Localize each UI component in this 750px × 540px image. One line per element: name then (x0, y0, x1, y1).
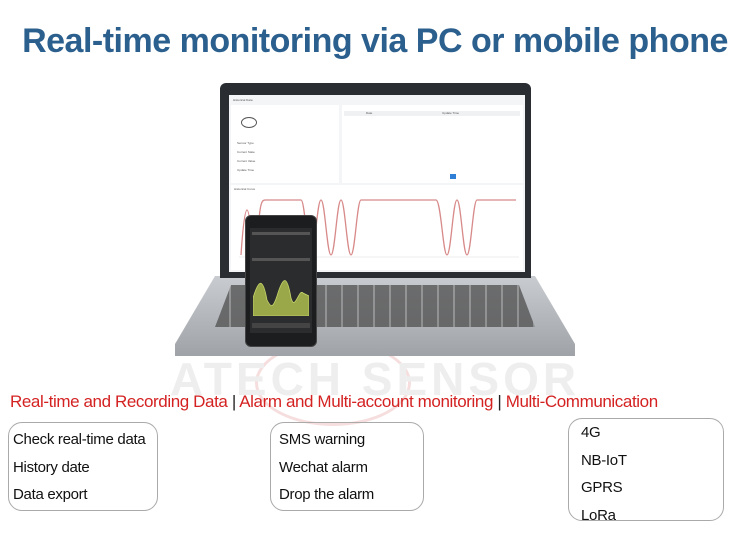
watermark: ATECH SENSOR (170, 353, 581, 405)
pagination-current[interactable] (450, 174, 456, 179)
list-item: LoRa (581, 506, 616, 524)
separator: | (497, 392, 502, 411)
chart-title: Historical Curve (234, 187, 256, 191)
list-item: GPRS (581, 479, 623, 496)
list-item: Check real-time data (13, 431, 146, 448)
field-label: Current State (237, 150, 255, 154)
field-label: Sensor Type (237, 141, 254, 145)
list-item: 4G (581, 424, 601, 441)
field-label: Update Time (237, 168, 255, 172)
heading-communication: Multi-Communication (505, 392, 658, 411)
feature-box-alarm: SMS warning Wechat alarm Drop the alarm (270, 422, 424, 511)
table-header: Date (366, 111, 373, 115)
list-item: History date (13, 458, 90, 476)
mobile-phone (245, 215, 317, 347)
list-item: NB-IoT (581, 451, 627, 469)
feature-box-communication: 4G NB-IoT GPRS LoRa (568, 418, 724, 524)
phone-chart (253, 280, 309, 316)
field-label: Current Value (237, 159, 256, 163)
window-title: Historical Data (233, 98, 253, 102)
feature-headings: Real-time and Recording Data | Alarm and… (10, 392, 658, 412)
list-item: Drop the alarm (279, 486, 375, 503)
laptop-screen: Historical Data Sensor Type Current Stat… (229, 95, 525, 272)
feature-box-recording: Check real-time data History date Data e… (8, 422, 158, 511)
device-icon (241, 117, 257, 128)
device-panel: Sensor Type Current State Current Value … (231, 105, 339, 183)
list-item: SMS warning (279, 431, 365, 448)
heading-alarm: Alarm and Multi-account monitoring (239, 392, 494, 411)
data-table: Date Update Time (342, 105, 523, 183)
list-item: Data export (13, 486, 88, 503)
page-title: Real-time monitoring via PC or mobile ph… (22, 22, 728, 60)
separator: | (231, 392, 236, 411)
heading-recording: Real-time and Recording Data (10, 392, 228, 411)
table-header: Update Time (442, 111, 460, 115)
phone-screen (250, 228, 312, 333)
list-item: Wechat alarm (279, 458, 368, 476)
